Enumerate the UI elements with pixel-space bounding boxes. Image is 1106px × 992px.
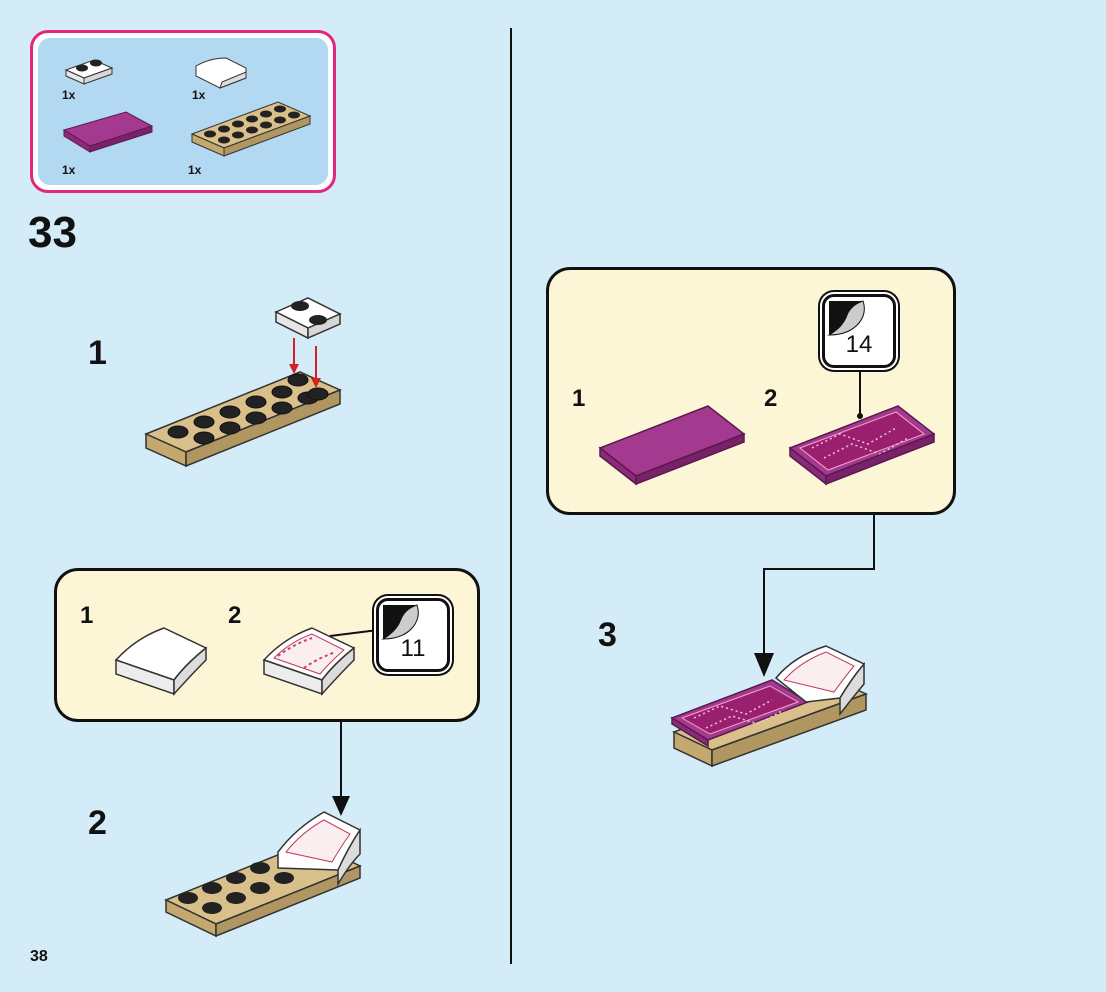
column-divider (510, 28, 512, 964)
left-connector-arrow (330, 722, 354, 818)
parts-list-box: 1x 1x 1x (30, 30, 336, 193)
tan-plate-2x6-icon (188, 96, 318, 160)
qty-label: 1x (62, 163, 75, 177)
qty-label: 1x (188, 163, 201, 177)
substep-label: 3 (598, 616, 617, 655)
assembled-bed-illustration (668, 644, 872, 778)
tan-plate-with-white-plate-illustration (140, 290, 350, 490)
tan-plate-with-slope-illustration (160, 808, 370, 940)
sticker-number: 14 (825, 331, 893, 359)
callout-step-a: 1 (572, 385, 585, 413)
magenta-tile-illustration (598, 404, 748, 490)
white-curved-slope-icon (190, 48, 254, 92)
sticker-pointer-line (330, 630, 380, 640)
magenta-tile-icon (60, 106, 160, 160)
step-number: 33 (28, 208, 77, 258)
decorated-magenta-tile-illustration (788, 404, 938, 490)
parts-list-inner: 1x 1x 1x (38, 38, 328, 185)
white-curved-slope-illustration (112, 620, 212, 700)
sticker-reference: 11 (376, 598, 450, 672)
page-number: 38 (30, 948, 48, 966)
qty-label: 1x (62, 88, 75, 102)
callout-step-b: 2 (764, 385, 777, 413)
callout-step-b: 2 (228, 602, 241, 630)
sticker-number: 11 (379, 635, 447, 663)
substep-label: 2 (88, 804, 107, 843)
white-plate-1x2-icon (60, 48, 120, 88)
callout-step-a: 1 (80, 602, 93, 630)
substep-label: 1 (88, 334, 107, 373)
sticker-reference: 14 (822, 294, 896, 368)
